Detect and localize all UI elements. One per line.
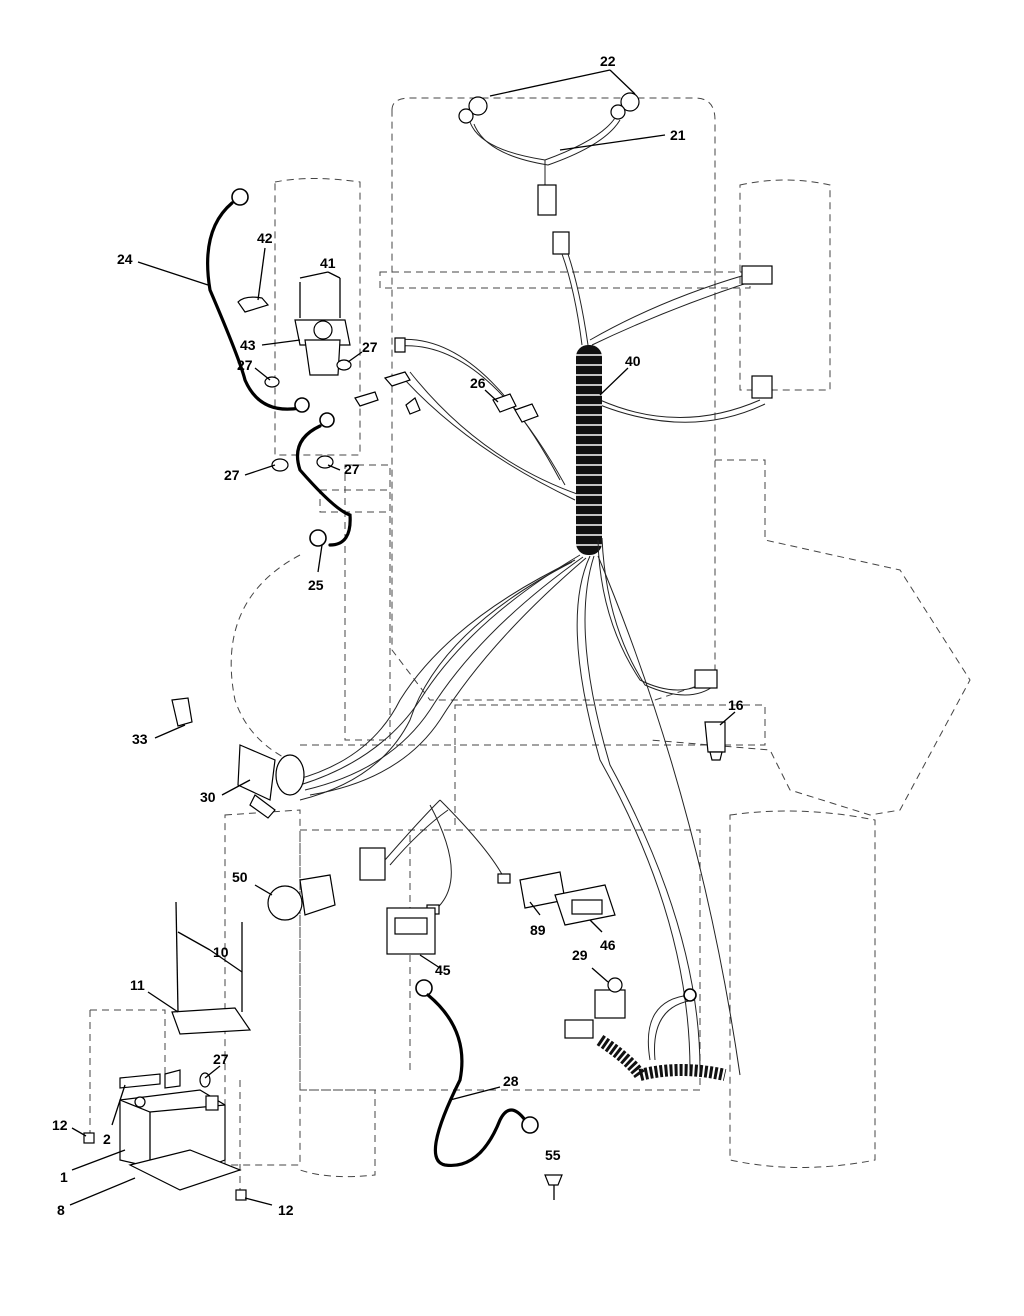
callout-43: 43 — [240, 337, 256, 353]
callout-55: 55 — [545, 1147, 561, 1163]
fuse-26 — [492, 393, 539, 423]
callout-27-d: 27 — [344, 461, 360, 477]
callout-29: 29 — [572, 947, 588, 963]
callout-11: 11 — [130, 977, 145, 993]
harness-trunk — [294, 253, 773, 1076]
callout-45: 45 — [435, 962, 451, 978]
battery-tray-8 — [128, 1149, 242, 1191]
hour-meter-45 — [386, 907, 436, 955]
callout-21: 21 — [670, 127, 686, 143]
callout-8: 8 — [57, 1202, 65, 1218]
switch-16 — [704, 721, 726, 761]
callout-12-a: 12 — [52, 1117, 68, 1133]
callout-30: 30 — [200, 789, 216, 805]
bolt-2 — [119, 1069, 211, 1089]
callout-27-e: 27 — [213, 1051, 229, 1067]
solenoid-assembly — [237, 278, 421, 415]
callout-46: 46 — [600, 937, 616, 953]
callout-50: 50 — [232, 869, 248, 885]
callout-12-b: 12 — [278, 1202, 294, 1218]
connector-block — [359, 799, 511, 915]
callout-28: 28 — [503, 1073, 519, 1089]
nut-27 — [264, 359, 352, 472]
switch-46 — [554, 884, 616, 926]
clip-12 — [83, 1132, 247, 1201]
callout-24: 24 — [117, 251, 133, 267]
rods-10 — [175, 901, 243, 1013]
tractor-outline — [89, 97, 971, 1195]
callout-2: 2 — [103, 1131, 111, 1147]
callout-16: 16 — [728, 697, 744, 713]
harness-sleeve — [576, 345, 602, 555]
callout-10: 10 — [213, 944, 229, 960]
callout-22: 22 — [600, 53, 616, 69]
headlight-assembly — [458, 92, 640, 255]
battery-cable-24 — [206, 188, 310, 413]
callout-42: 42 — [257, 230, 273, 246]
switch-50 — [267, 874, 336, 921]
leader-lines — [69, 69, 736, 1206]
screw-55 — [544, 1174, 563, 1200]
callout-27-c: 27 — [224, 467, 240, 483]
callout-41: 41 — [320, 255, 336, 271]
callout-1: 1 — [60, 1169, 68, 1185]
callout-25: 25 — [308, 577, 324, 593]
key-33 — [171, 697, 193, 727]
callout-26: 26 — [470, 375, 486, 391]
callout-89: 89 — [530, 922, 546, 938]
callout-40: 40 — [625, 353, 641, 369]
coil-cord — [564, 988, 727, 1081]
callout-27-b: 27 — [362, 339, 378, 355]
cable-25 — [295, 412, 352, 547]
hold-down-11 — [171, 1007, 252, 1035]
callout-33: 33 — [132, 731, 148, 747]
switch-29 — [594, 977, 626, 1019]
callout-27-a: 27 — [237, 357, 253, 373]
ignition-switch-30 — [237, 744, 305, 819]
cable-28 — [415, 979, 539, 1168]
callout-labels: 22 21 42 41 24 43 27 27 27 27 26 40 25 3… — [52, 53, 744, 1218]
